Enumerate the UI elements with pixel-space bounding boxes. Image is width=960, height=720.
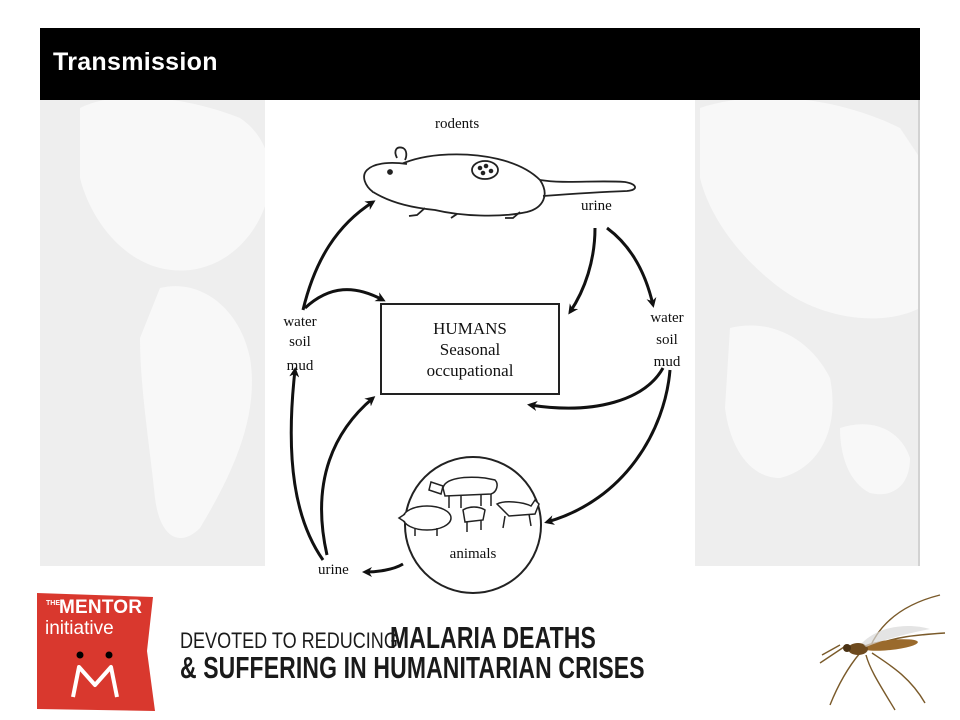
mentor-initiative-logo: THE MENTOR initiative bbox=[37, 593, 155, 713]
left-water-label: water bbox=[283, 314, 317, 330]
humans-seasonal: Seasonal bbox=[439, 339, 501, 359]
urine-bottom-label: urine bbox=[318, 562, 349, 578]
world-map-background bbox=[80, 97, 918, 538]
tagline-bold-2: & SUFFERING IN HUMANITARIAN CRISES bbox=[180, 650, 645, 685]
right-mud-label: mud bbox=[653, 354, 681, 370]
rodent-illustration bbox=[363, 146, 636, 219]
diagram-graphics bbox=[289, 146, 672, 594]
rodents-label: rodents bbox=[435, 116, 480, 132]
tagline: DEVOTED TO REDUCING MALARIA DEATHS & SUF… bbox=[180, 620, 800, 690]
logo-mentor: MENTOR bbox=[59, 597, 143, 618]
humans-occupational: occupational bbox=[426, 360, 514, 380]
cycle-arrows bbox=[289, 200, 672, 577]
left-soil-label: soil bbox=[289, 334, 311, 350]
humans-box: HUMANS Seasonal occupational bbox=[380, 303, 560, 395]
tagline-line-2: & SUFFERING IN HUMANITARIAN CRISES bbox=[180, 650, 808, 686]
tagline-bold-1: MALARIA DEATHS bbox=[390, 620, 596, 655]
tagline-thin: DEVOTED TO REDUCING bbox=[180, 628, 398, 653]
logo-initiative: initiative bbox=[45, 618, 114, 639]
left-mud-label: mud bbox=[286, 358, 314, 374]
right-soil-label: soil bbox=[656, 332, 678, 348]
logo-shape bbox=[37, 593, 155, 711]
transmission-diagram: rodents urine water soil mud water soil … bbox=[265, 100, 695, 595]
mosquito-icon bbox=[819, 594, 946, 711]
animals-label: animals bbox=[449, 546, 497, 562]
slide-title: Transmission bbox=[53, 48, 218, 76]
urine-top-label: urine bbox=[581, 198, 612, 214]
logo-the: THE bbox=[46, 600, 60, 607]
title-bar: Transmission bbox=[40, 28, 920, 100]
humans-title: HUMANS bbox=[433, 318, 507, 338]
right-water-label: water bbox=[650, 310, 684, 326]
animals-illustration bbox=[397, 476, 540, 536]
